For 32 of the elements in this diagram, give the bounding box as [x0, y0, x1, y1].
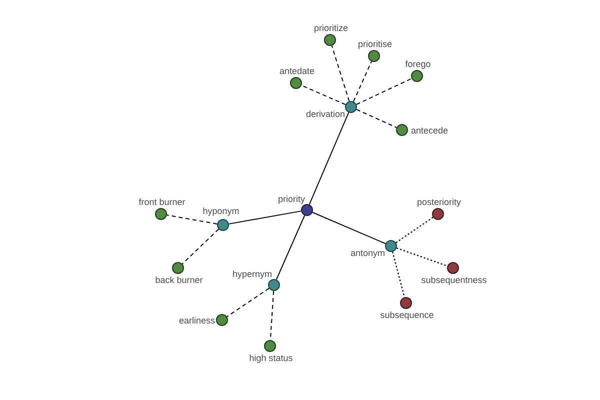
node-label: derivation — [306, 109, 345, 120]
connector-line — [276, 215, 306, 280]
connector-line — [356, 108, 398, 128]
connector-line — [228, 210, 302, 224]
node-label: prioritise — [358, 39, 392, 50]
connector-line — [226, 288, 270, 318]
node-label: antedate — [279, 66, 315, 77]
node-label: subsequentness — [421, 275, 487, 286]
connector-line — [396, 216, 434, 244]
node-label: antecede — [411, 126, 448, 136]
connector-line — [301, 84, 346, 106]
node-label: priority — [278, 194, 305, 205]
node-label: hypernym — [232, 269, 272, 280]
connector-line — [166, 214, 218, 224]
node-label: high status — [249, 353, 293, 364]
node-label: posteriority — [417, 197, 461, 208]
node-label: subsequence — [380, 310, 434, 321]
node-label: hyponym — [202, 206, 240, 217]
node-label: antonym — [350, 248, 385, 259]
connector-line — [182, 228, 220, 264]
connector-line — [396, 247, 448, 267]
node-label: back burner — [155, 275, 203, 286]
node-label: prioritize — [314, 23, 348, 34]
connector-line — [331, 45, 350, 102]
connector-line — [352, 60, 372, 102]
connector-line — [308, 112, 350, 205]
node-label: front burner — [138, 197, 186, 208]
connector-line — [312, 212, 386, 244]
connector-line — [392, 252, 406, 298]
node-label: earliness — [178, 316, 215, 326]
node-label: forego — [405, 59, 431, 70]
connector-line — [356, 78, 412, 105]
